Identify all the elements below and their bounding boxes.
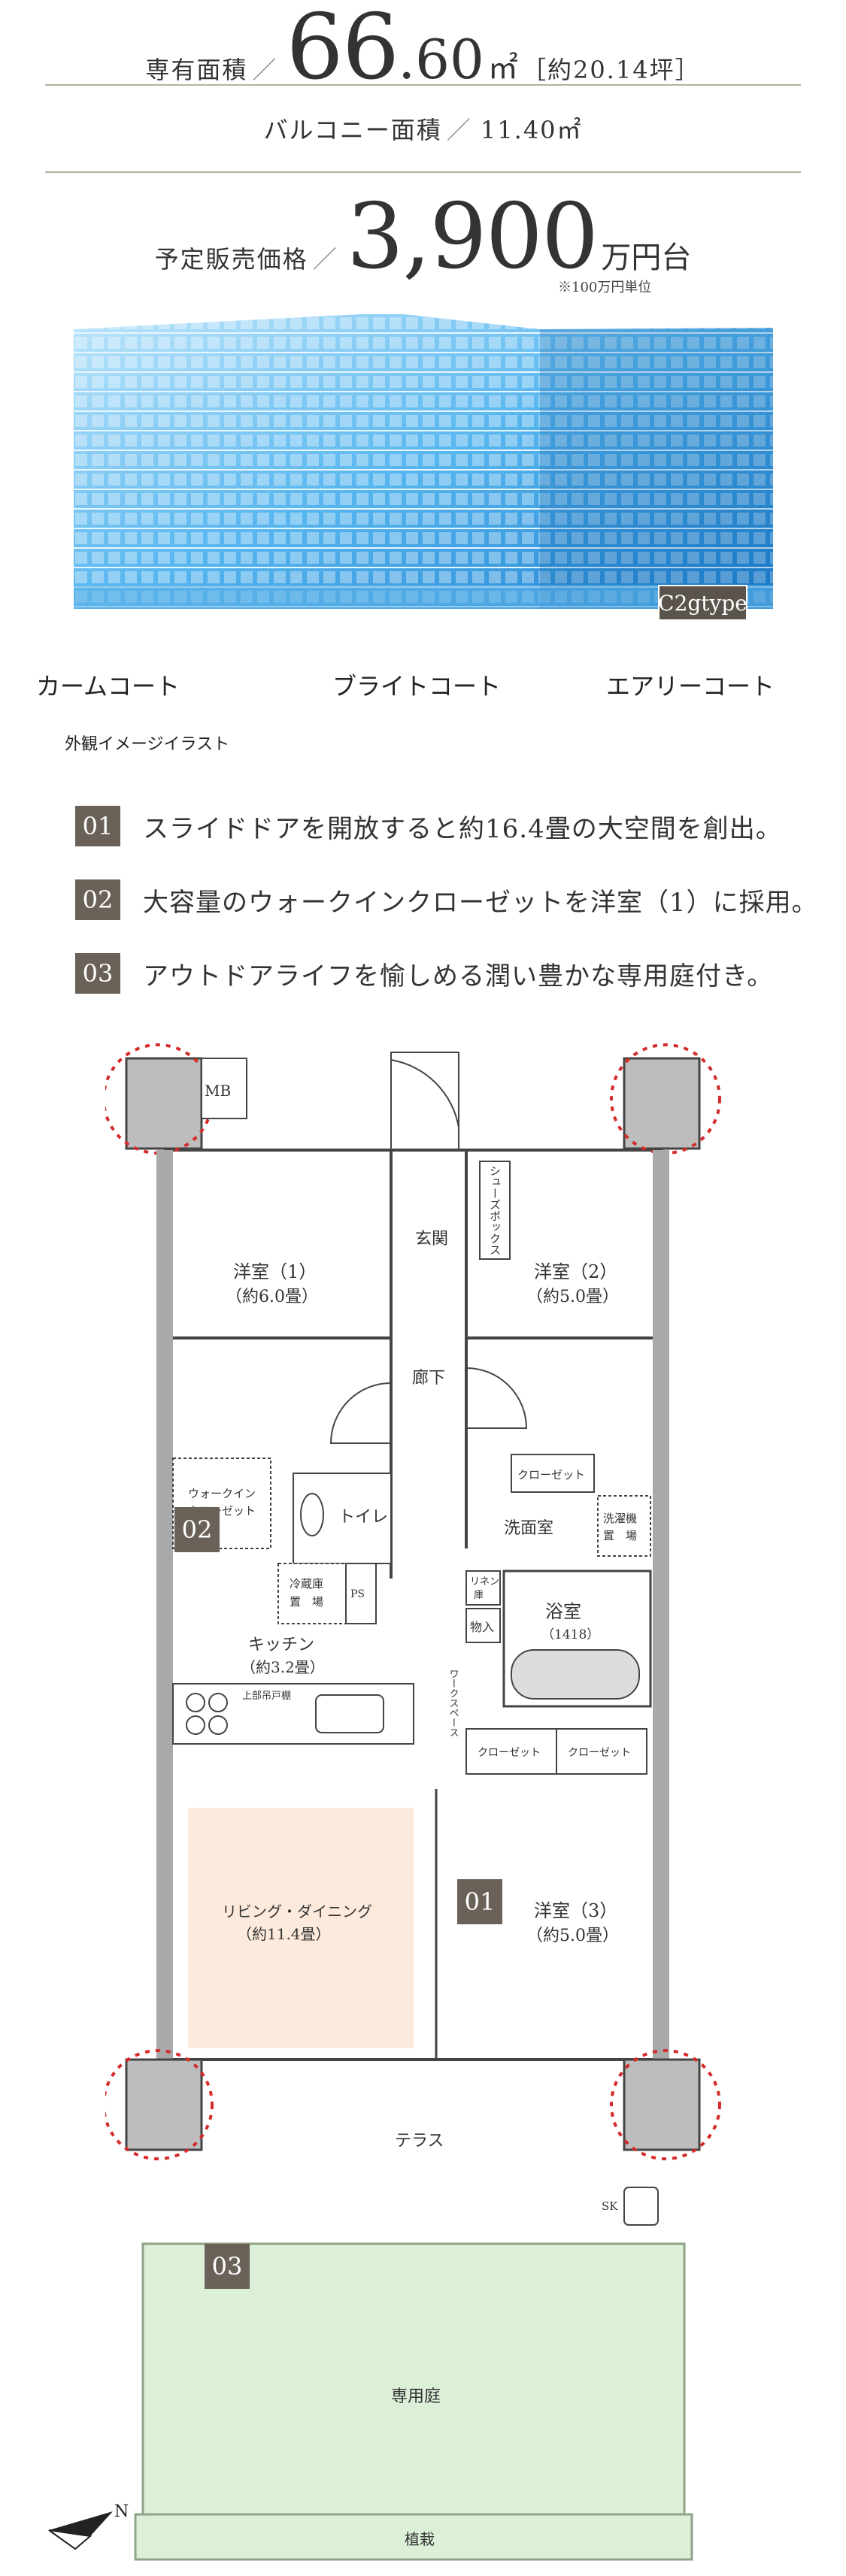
- bath-size: （1418）: [541, 1627, 599, 1642]
- fridge-label-2: 置 場: [290, 1595, 323, 1609]
- column: [125, 2058, 203, 2151]
- room3-size: （約5.0畳）: [526, 1927, 619, 1945]
- terrace-label: テラス: [395, 2132, 444, 2151]
- column: [623, 1057, 701, 1150]
- compass: N: [45, 2500, 135, 2553]
- planting-strip: [134, 2513, 693, 2561]
- building-illustration: [74, 313, 773, 609]
- washer-label-1: 洗濯機: [603, 1512, 637, 1525]
- fridge-label-1: 冷蔵庫: [290, 1577, 323, 1591]
- hall-label: 廊下: [412, 1369, 445, 1388]
- planting-label: 植栽: [405, 2530, 435, 2548]
- divider: [45, 171, 801, 173]
- plan-badge-03: 03: [205, 2244, 250, 2289]
- feature-text: スライドドアを開放すると約16.4畳の大空間を創出。: [143, 813, 782, 844]
- price-value: 3,900: [346, 185, 599, 289]
- column: [125, 1057, 203, 1150]
- court-calm: カームコート: [36, 672, 180, 701]
- court-airy: エアリーコート: [606, 672, 775, 701]
- balcony-label: バルコニー面積: [263, 116, 442, 144]
- ld-name: リビング・ダイニング: [222, 1902, 372, 1921]
- balcony-value: 11.40㎡: [480, 116, 583, 144]
- living-dining-area: [188, 1808, 414, 2048]
- feature-01: 01 スライドドアを開放すると約16.4畳の大空間を創出。: [75, 806, 782, 846]
- room3-name: 洋室（3）: [534, 1900, 617, 1921]
- price-row: 予定販売価格／ 3,900 万円台: [0, 192, 846, 283]
- feature-text: 大容量のウォークインクローゼットを洋室（1）に採用。: [143, 887, 818, 918]
- mb-label: MB: [205, 1082, 231, 1100]
- kitchen-name: キッチン: [248, 1636, 314, 1654]
- area-value-dec: .60: [398, 28, 484, 91]
- floor-plan: MB シューズボックス 玄関 洋室（1） （約6.0畳） 洋室（2） （約5.0…: [102, 1037, 737, 2571]
- closet-label-top: クローゼット: [517, 1468, 585, 1482]
- slash: ／: [312, 245, 338, 274]
- toilet-label: トイレ: [338, 1508, 388, 1527]
- storage-label: 物入: [470, 1620, 494, 1634]
- bath-name: 浴室: [545, 1601, 581, 1622]
- kitchen-size: （約3.2畳）: [241, 1658, 325, 1676]
- slash: ／: [252, 56, 278, 84]
- balcony-row: バルコニー面積／ 11.40㎡: [0, 111, 846, 146]
- room1-name: 洋室（1）: [233, 1261, 317, 1282]
- area-tsubo: ［約20.14坪］: [521, 56, 701, 84]
- entrance-label: 玄関: [415, 1230, 448, 1249]
- building-svg: [74, 313, 773, 609]
- closet-label-left: クローゼット: [478, 1747, 541, 1759]
- sk-label: SK: [602, 2199, 618, 2213]
- linen-label-2: 庫: [474, 1590, 484, 1601]
- room1-size: （約6.0畳）: [226, 1288, 318, 1306]
- feature-number: 01: [75, 806, 120, 846]
- ps-label: PS: [350, 1588, 365, 1600]
- price-label: 予定販売価格: [154, 245, 308, 274]
- closet-label-right: クローゼット: [568, 1747, 631, 1759]
- washer-label-2: 置 場: [603, 1529, 637, 1542]
- type-badge: C2gtype: [658, 585, 747, 621]
- upper-cabinet-label: 上部吊戸棚: [242, 1691, 291, 1702]
- plan-badge-02: 02: [174, 1507, 220, 1552]
- garden-label: 専用庭: [391, 2387, 441, 2406]
- divider: [45, 84, 801, 86]
- washroom-label: 洗面室: [504, 1519, 553, 1538]
- work-space-label: ワークスペース: [447, 1669, 459, 1737]
- building-caption: 外観イメージイラスト: [65, 735, 230, 754]
- area-label: 専有面積: [145, 56, 248, 84]
- feature-number: 02: [75, 879, 120, 920]
- price-note: ※100万円単位: [558, 280, 652, 295]
- price-unit: 万円台: [601, 241, 692, 275]
- slash: ／: [446, 116, 472, 144]
- private-garden: [141, 2242, 686, 2516]
- feature-number: 03: [75, 953, 120, 994]
- area-row: 専有面積／ 66.60 ㎡ ［約20.14坪］: [0, 3, 846, 93]
- north-arrow-icon: N: [48, 2502, 129, 2550]
- plan-badge-01: 01: [457, 1879, 502, 1924]
- feature-03: 03 アウトドアライフを愉しめる潤い豊かな専用庭付き。: [75, 953, 773, 994]
- compass-label: N: [114, 2502, 129, 2521]
- feature-text: アウトドアライフを愉しめる潤い豊かな専用庭付き。: [143, 961, 774, 991]
- ld-size: （約11.4畳）: [237, 1925, 331, 1943]
- area-unit: ㎡: [487, 51, 518, 86]
- column: [623, 2058, 701, 2151]
- area-value-int: 66: [286, 0, 400, 100]
- floor-plan-svg: MB シューズボックス 玄関 洋室（1） （約6.0畳） 洋室（2） （約5.0…: [102, 1043, 721, 2561]
- feature-02: 02 大容量のウォークインクローゼットを洋室（1）に採用。: [75, 879, 818, 920]
- walkin-label-1: ウォークイン: [188, 1487, 256, 1500]
- linen-label-1: リネン: [470, 1576, 499, 1588]
- room2-name: 洋室（2）: [534, 1261, 617, 1282]
- court-bright: ブライトコート: [332, 672, 502, 701]
- room2-size: （約5.0畳）: [526, 1288, 619, 1306]
- highlight-circle: [610, 2049, 721, 2160]
- shoebox-label: シューズボックス: [488, 1165, 502, 1255]
